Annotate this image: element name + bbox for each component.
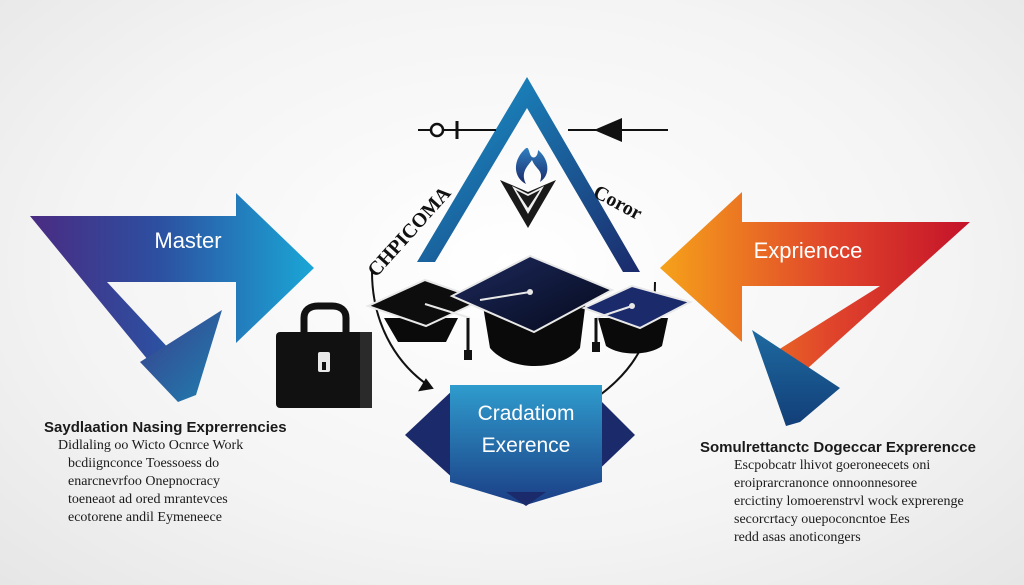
right-arrow-band (660, 192, 970, 368)
left-text-line: toeneaot ad ored mrantevces (68, 492, 228, 507)
right-text-line: ercictiny lomoerenstrvl wock exprerenge (734, 494, 964, 509)
right-text-line: secorcrtacy ouepoconcntoe Ees (734, 512, 910, 527)
left-text-heading: Saydlaation Nasing Exprerrencies (44, 419, 287, 436)
right-arrow (660, 192, 970, 426)
left-text-line: enarcnevrfoo Onepnocracy (68, 474, 220, 489)
master-label: Master (154, 228, 221, 253)
top-left-connector (418, 121, 496, 139)
flame-emblem-icon (500, 147, 556, 228)
center-label-line2: Exerence (482, 434, 571, 457)
right-text-heading: Somulrettanctc Dogeccar Exprerencce (700, 439, 976, 456)
left-arrow-band (30, 193, 314, 360)
right-arrow-down (752, 330, 840, 426)
graduation-cap-center-icon (449, 254, 615, 366)
left-text-line: bcdiignconce Toessoess do (68, 456, 220, 471)
center-badge-tip (506, 492, 546, 506)
left-text-line: Didlaling oo Wicto Ocnrce Work (58, 438, 244, 453)
left-text-block: Saydlaation Nasing Exprerrencies Didlali… (44, 419, 344, 527)
graduation-cap-left-icon (365, 278, 485, 360)
right-text-line: Escpobcatr lhivot goeroneecets oni (734, 458, 931, 473)
right-text-line: redd asas anoticongers (734, 530, 861, 545)
right-text-block: Somulrettanctc Dogeccar Exprerencce Escp… (700, 439, 1000, 547)
left-text-line: ecotorene andil Eymeneece (68, 510, 222, 525)
graduation-cap-right-icon (581, 284, 693, 354)
experience-label: Expriencce (754, 238, 863, 263)
center-label-line1: Cradatiom (478, 402, 575, 425)
right-text-line: eroiprarcranonce onnoonnesoree (734, 476, 918, 491)
center-badge-body (450, 385, 602, 505)
center-badge: Cradatiom Exerence (405, 385, 635, 506)
center-badge-left-wing (405, 388, 455, 480)
left-arrow (30, 193, 314, 402)
briefcase-icon (276, 302, 372, 408)
left-arrow-down (140, 310, 222, 402)
top-right-connector (568, 118, 668, 142)
top-triangle (417, 77, 640, 272)
